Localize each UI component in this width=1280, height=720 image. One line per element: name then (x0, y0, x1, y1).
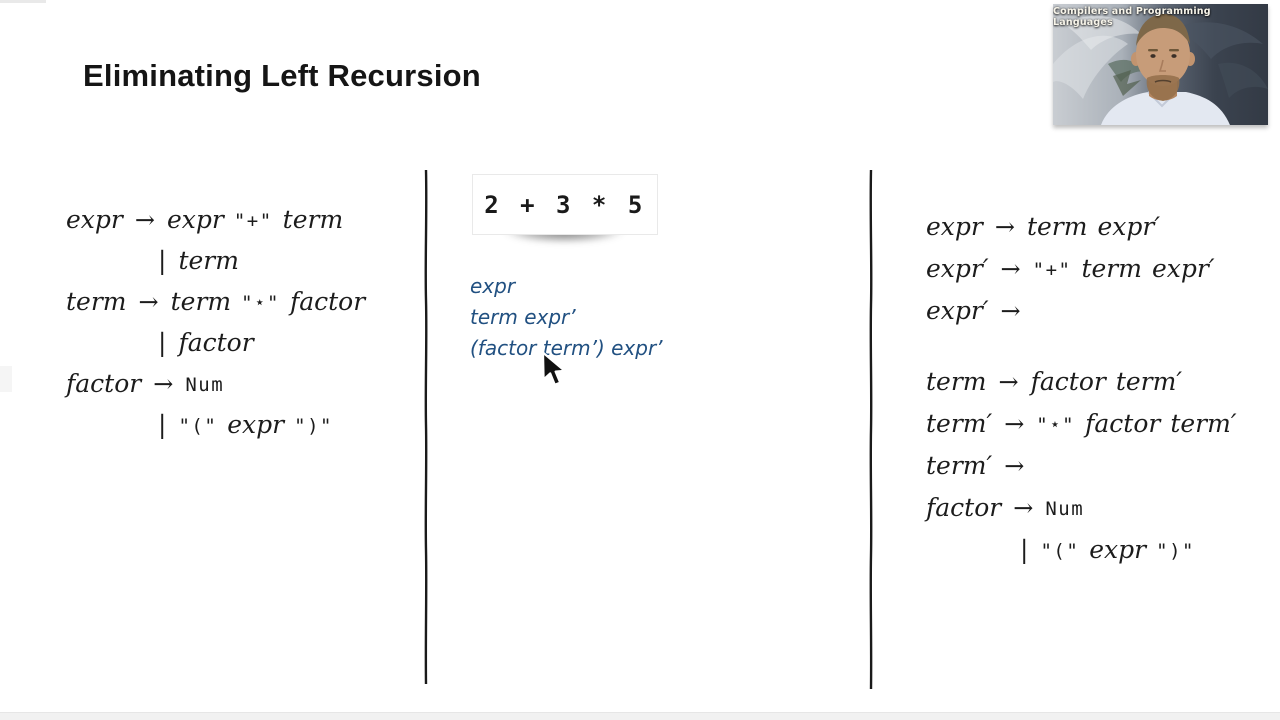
grammar-production: term → factor term′ (926, 361, 1237, 403)
nonterminal: term (178, 246, 239, 275)
terminal-literal: "(" (1040, 540, 1080, 562)
terminal-literal: "⋆" (1036, 414, 1076, 436)
grammar-production: expr′ → "+" term expr′ (926, 248, 1215, 290)
nonterminal: term (66, 287, 127, 316)
input-example-card: 2 + 3 * 5 (472, 174, 658, 235)
nonterminal: expr′ (1151, 254, 1215, 283)
alternative-bar: | (158, 328, 167, 357)
input-expression: 2 + 3 * 5 (484, 190, 646, 219)
nonterminal: term′ (1170, 409, 1237, 438)
terminal-literal: ")" (1156, 540, 1195, 562)
arrow-symbol: → (153, 370, 174, 398)
presenter-video (1053, 4, 1268, 125)
nonterminal: expr′ (1097, 212, 1160, 241)
column-divider (869, 170, 873, 689)
terminal-literal: Num (1045, 498, 1085, 520)
mouse-cursor-icon (541, 351, 566, 386)
nonterminal: factor (1085, 409, 1161, 438)
page-title: Eliminating Left Recursion (83, 58, 481, 93)
nonterminal: expr′ (926, 254, 989, 283)
derivation-steps: expr term expr’ (factor term’) expr’ (470, 271, 663, 364)
arrow-symbol: → (1000, 255, 1021, 283)
nonterminal: expr (66, 205, 123, 234)
nonterminal: factor (926, 493, 1002, 522)
alternative-bar: | (158, 410, 167, 439)
frame-edge-artifact (0, 366, 12, 392)
derivation-step: (factor term’) expr’ (470, 336, 663, 360)
nonterminal: term (926, 367, 987, 396)
nonterminal: term (1026, 212, 1088, 241)
alternative-bar: | (1020, 535, 1029, 564)
nonterminal: factor (1030, 367, 1106, 396)
frame-edge-artifact (0, 0, 46, 3)
grammar-production: expr → expr "+" term (66, 199, 365, 240)
grammar-production: | "(" expr ")" (66, 404, 365, 445)
nonterminal: term′ (1115, 367, 1183, 396)
nonterminal: factor (66, 369, 142, 398)
frame-bottom-bar (0, 712, 1280, 720)
arrow-symbol: → (134, 206, 155, 234)
derivation-step: term expr’ (470, 305, 576, 329)
terminal-literal: "+" (233, 210, 273, 232)
grammar-production: | "(" expr ")" (926, 529, 1237, 571)
alternative-bar: | (158, 246, 167, 275)
grammar-production: | factor (66, 322, 365, 363)
terminal-literal: ")" (294, 415, 333, 437)
terminal-literal: "+" (1032, 259, 1072, 281)
nonterminal: term′ (926, 409, 993, 438)
nonterminal: expr (227, 410, 285, 439)
grammar-production: term → term "⋆" factor (66, 281, 365, 322)
nonterminal: term′ (926, 451, 993, 480)
nonterminal: term (170, 287, 232, 316)
arrow-symbol: → (994, 213, 1015, 241)
nonterminal: term (1081, 254, 1142, 283)
nonterminal: factor (178, 328, 254, 357)
grammar-production: expr → term expr′ (926, 206, 1215, 248)
arrow-symbol: → (998, 368, 1019, 396)
webcam-caption: Compilers and Programming Languages (1053, 6, 1211, 28)
nonterminal: term (282, 205, 344, 234)
column-divider (424, 170, 428, 684)
grammar-production: factor → Num (926, 487, 1237, 529)
arrow-symbol: → (1013, 494, 1034, 522)
nonterminal: factor (289, 287, 366, 316)
grammar-production: term′ → (926, 445, 1237, 487)
nonterminal: expr (1089, 535, 1147, 564)
grammar-production: term′ → "⋆" factor term′ (926, 403, 1237, 445)
grammar-production: | term (66, 240, 365, 281)
nonterminal: expr (926, 212, 983, 241)
nonterminal: expr (166, 205, 224, 234)
arrow-symbol: → (138, 288, 159, 316)
terminal-literal: "⋆" (241, 292, 280, 314)
grammar-production: expr′ → (926, 290, 1215, 332)
presenter-avatar (1101, 14, 1230, 125)
grammar-production: factor → Num (66, 363, 365, 404)
arrow-symbol: → (1000, 297, 1021, 325)
derivation-step: expr (470, 274, 516, 298)
arrow-symbol: → (1004, 410, 1025, 438)
webcam-overlay: Compilers and Programming Languages (1053, 4, 1268, 125)
terminal-literal: "(" (178, 415, 218, 437)
arrow-symbol: → (1004, 452, 1025, 480)
nonterminal: expr′ (926, 296, 989, 325)
terminal-literal: Num (185, 374, 225, 396)
